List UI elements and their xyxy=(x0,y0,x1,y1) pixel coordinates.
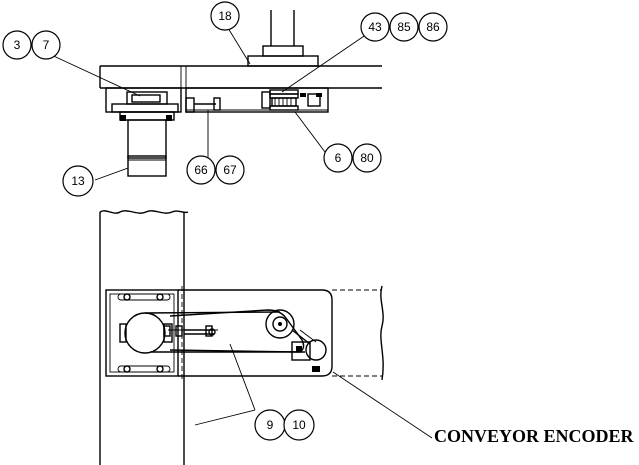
callout-18-label: 18 xyxy=(218,9,232,23)
callout-6-label: 6 xyxy=(335,151,342,165)
callout-80: 80 xyxy=(352,143,382,173)
callout-66: 66 xyxy=(186,155,216,185)
bottom-view-assembly xyxy=(99,210,384,465)
top-view-assembly xyxy=(99,10,382,177)
callout-86: 86 xyxy=(418,12,448,42)
callout-9-label: 9 xyxy=(267,418,274,432)
callout-3: 3 xyxy=(2,30,32,60)
callout-66-label: 66 xyxy=(194,163,208,177)
callout-43-label: 43 xyxy=(368,20,382,34)
callout-43: 43 xyxy=(360,12,390,42)
callout-10: 10 xyxy=(283,409,315,441)
bottom-leaders xyxy=(194,343,433,439)
callout-9: 9 xyxy=(254,409,286,441)
callout-18: 18 xyxy=(210,1,240,31)
callout-13-label: 13 xyxy=(71,174,85,188)
callout-6: 6 xyxy=(323,143,353,173)
callout-85-label: 85 xyxy=(397,20,411,34)
diagram-title: CONVEYOR ENCODER xyxy=(434,426,635,446)
callout-85: 85 xyxy=(389,12,419,42)
top-leaders xyxy=(44,27,371,181)
callout-67: 67 xyxy=(215,155,245,185)
callout-7: 7 xyxy=(31,30,61,60)
callout-7-label: 7 xyxy=(43,38,50,52)
callout-67-label: 67 xyxy=(223,163,237,177)
callout-86-label: 86 xyxy=(426,20,440,34)
callout-3-label: 3 xyxy=(14,38,21,52)
callout-10-label: 10 xyxy=(292,418,306,432)
callout-80-label: 80 xyxy=(360,151,374,165)
callout-13: 13 xyxy=(62,165,94,197)
